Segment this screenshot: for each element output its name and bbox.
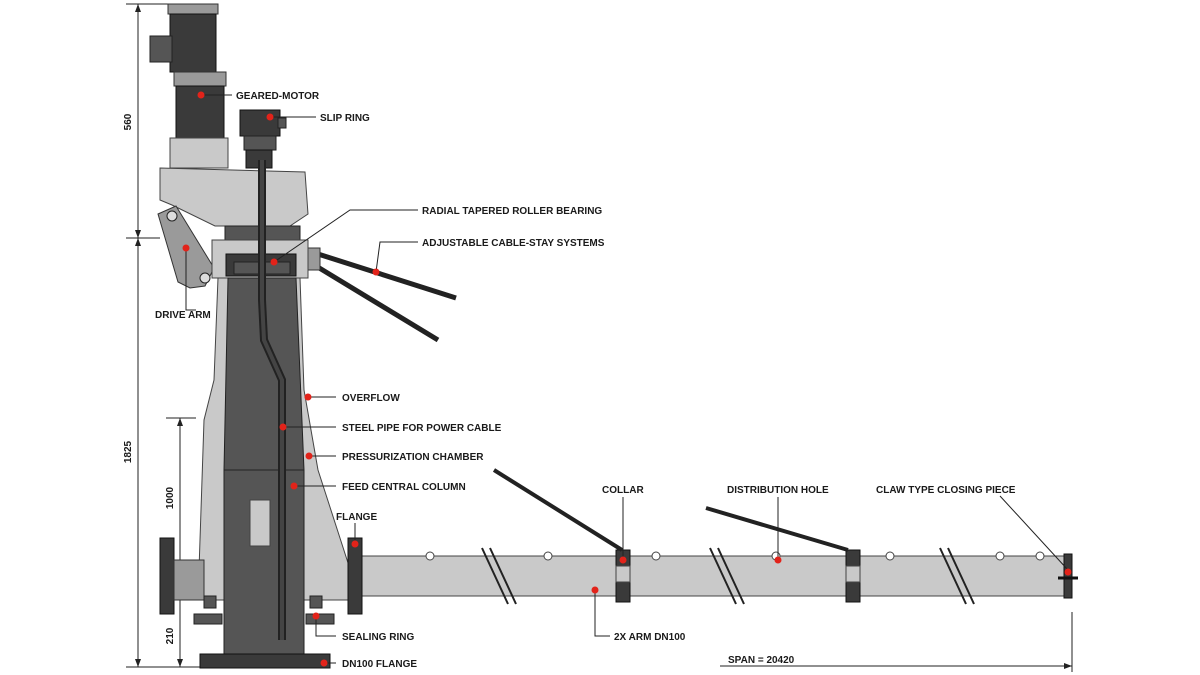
label-feed-column: FEED CENTRAL COLUMN: [342, 482, 466, 493]
steel-pipe: [258, 160, 286, 640]
marker-sealing-ring: [312, 612, 320, 620]
label-steel-pipe: STEEL PIPE FOR POWER CABLE: [342, 423, 502, 434]
label-collar: COLLAR: [602, 485, 644, 496]
marker-pressurization: [305, 452, 313, 460]
label-sealing-ring: SEALING RING: [342, 632, 414, 643]
geared-motor: [149, 3, 229, 169]
label-overflow: OVERFLOW: [342, 393, 400, 404]
marker-overflow: [304, 393, 312, 401]
label-dn100-flange: DN100 FLANGE: [342, 659, 417, 670]
label-arm: 2X ARM DN100: [614, 632, 686, 643]
arm-break-marks: [481, 547, 975, 605]
label-span: SPAN = 20420: [728, 655, 795, 666]
label-pressurization: PRESSURIZATION CHAMBER: [342, 452, 484, 463]
dim-1000: 1000: [165, 486, 176, 509]
marker-feed-column: [290, 482, 298, 490]
label-cable-stay: ADJUSTABLE CABLE-STAY SYSTEMS: [422, 238, 605, 249]
left-flanges: [159, 537, 335, 669]
marker-geared-motor: [197, 91, 205, 99]
label-distribution-hole: DISTRIBUTION HOLE: [727, 485, 829, 496]
marker-bearing: [270, 258, 278, 266]
dim-560: 560: [123, 113, 134, 130]
label-drive-arm: DRIVE ARM: [155, 310, 211, 321]
marker-slip-ring: [266, 113, 274, 121]
label-flange: FLANGE: [336, 512, 377, 523]
label-slip-ring: SLIP RING: [320, 113, 370, 124]
marker-flange: [351, 540, 359, 548]
red-markers: [182, 91, 1072, 667]
marker-distribution-hole: [774, 556, 782, 564]
marker-claw: [1064, 568, 1072, 576]
marker-cable-stay: [372, 268, 380, 276]
cable-stay-systems: [305, 247, 457, 343]
marker-arm: [591, 586, 599, 594]
marker-collar: [619, 556, 627, 564]
collars: [615, 549, 861, 603]
label-geared-motor: GEARED-MOTOR: [236, 91, 320, 102]
dim-210: 210: [165, 627, 176, 644]
arm-dn100: [347, 537, 1078, 615]
span-dimension: [720, 612, 1073, 672]
marker-drive-arm: [182, 244, 190, 252]
marker-steel-pipe: [279, 423, 287, 431]
marker-dn100-flange: [320, 659, 328, 667]
label-bearing: RADIAL TAPERED ROLLER BEARING: [422, 206, 602, 217]
arm-stays: [492, 468, 849, 552]
dim-1825: 1825: [123, 440, 134, 463]
label-claw: CLAW TYPE CLOSING PIECE: [876, 485, 1016, 496]
slip-ring: [239, 109, 287, 169]
